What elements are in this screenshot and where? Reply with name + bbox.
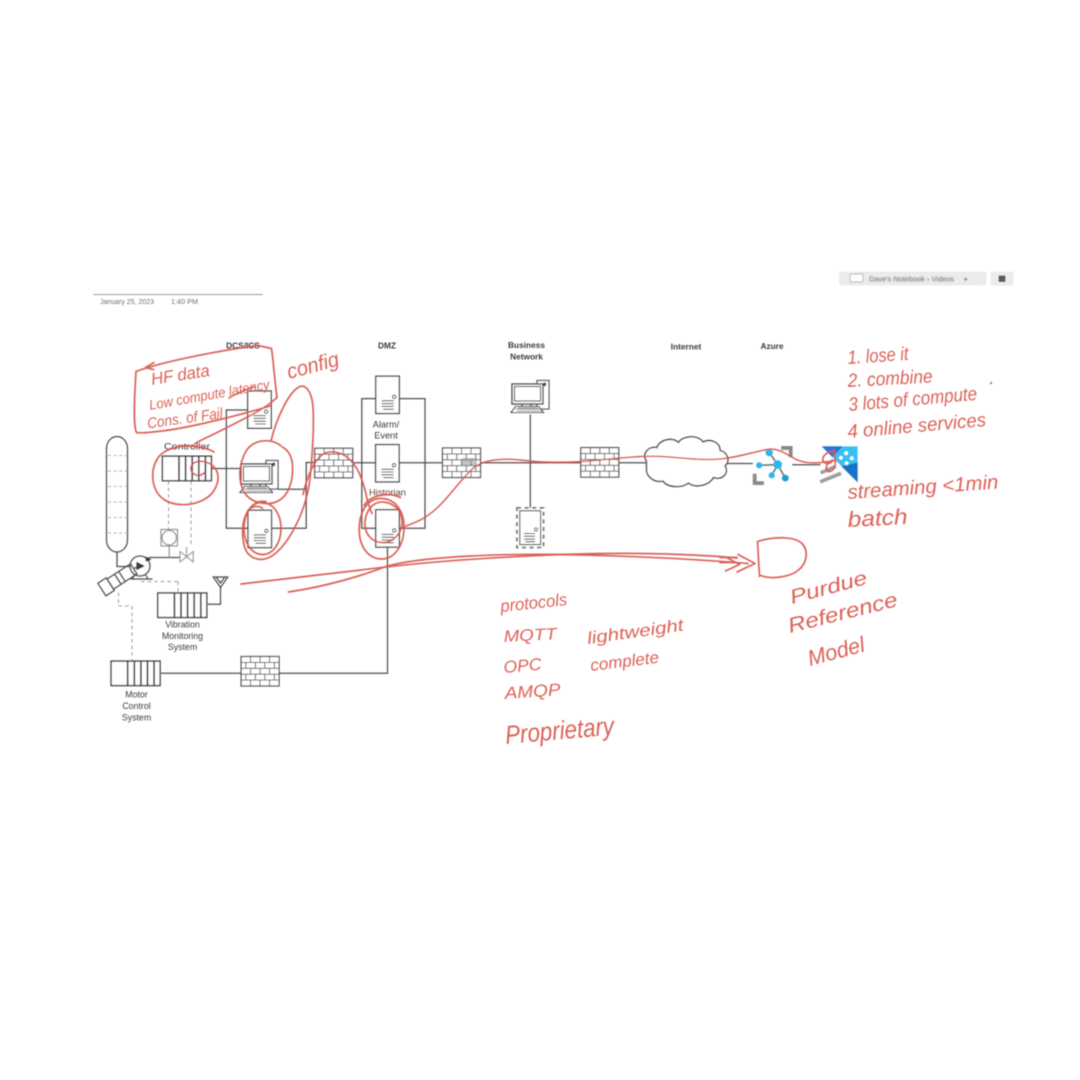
svg-text:streaming <1min: streaming <1min: [847, 472, 999, 504]
svg-text:protocols: protocols: [498, 590, 568, 616]
svg-text:Controller: Controller: [164, 442, 210, 453]
svg-text:Historian: Historian: [369, 487, 406, 498]
svg-text:Model: Model: [805, 631, 869, 670]
svg-text:1. lose it: 1. lose it: [847, 344, 910, 369]
svg-text:DCS/ICS: DCS/ICS: [226, 341, 260, 351]
svg-text:config: config: [284, 348, 341, 384]
svg-text:OPC: OPC: [503, 655, 543, 677]
svg-text:System: System: [122, 713, 151, 723]
svg-text:Proprietary: Proprietary: [504, 710, 617, 750]
svg-text:AMQP: AMQP: [503, 680, 562, 703]
svg-text:Monitoring: Monitoring: [162, 631, 203, 641]
svg-text:MQTT: MQTT: [503, 625, 559, 646]
svg-text:Motor: Motor: [125, 690, 148, 700]
svg-text:2. combine: 2. combine: [846, 367, 933, 392]
svg-text:complete: complete: [589, 649, 660, 675]
svg-text:Network: Network: [510, 352, 543, 362]
svg-text:DMZ: DMZ: [378, 341, 396, 351]
svg-text:Control: Control: [122, 701, 150, 711]
svg-text:Vibration: Vibration: [165, 620, 200, 630]
svg-text:System: System: [168, 642, 197, 652]
svg-text:Event: Event: [374, 431, 398, 441]
svg-text:batch: batch: [847, 504, 908, 532]
svg-text:1:40 PM: 1:40 PM: [171, 297, 198, 306]
svg-text:Dave's Notebook › Videos: Dave's Notebook › Videos: [869, 275, 954, 284]
svg-text:▾: ▾: [964, 277, 968, 284]
svg-text:lightweight: lightweight: [586, 615, 686, 648]
svg-text:Alarm/: Alarm/: [373, 420, 400, 430]
svg-text:Azure: Azure: [760, 341, 783, 351]
svg-text:Internet: Internet: [671, 342, 702, 352]
svg-text:Business: Business: [508, 340, 545, 350]
svg-text:January 25, 2023: January 25, 2023: [100, 297, 154, 306]
svg-text:4 online services: 4 online services: [847, 410, 988, 443]
